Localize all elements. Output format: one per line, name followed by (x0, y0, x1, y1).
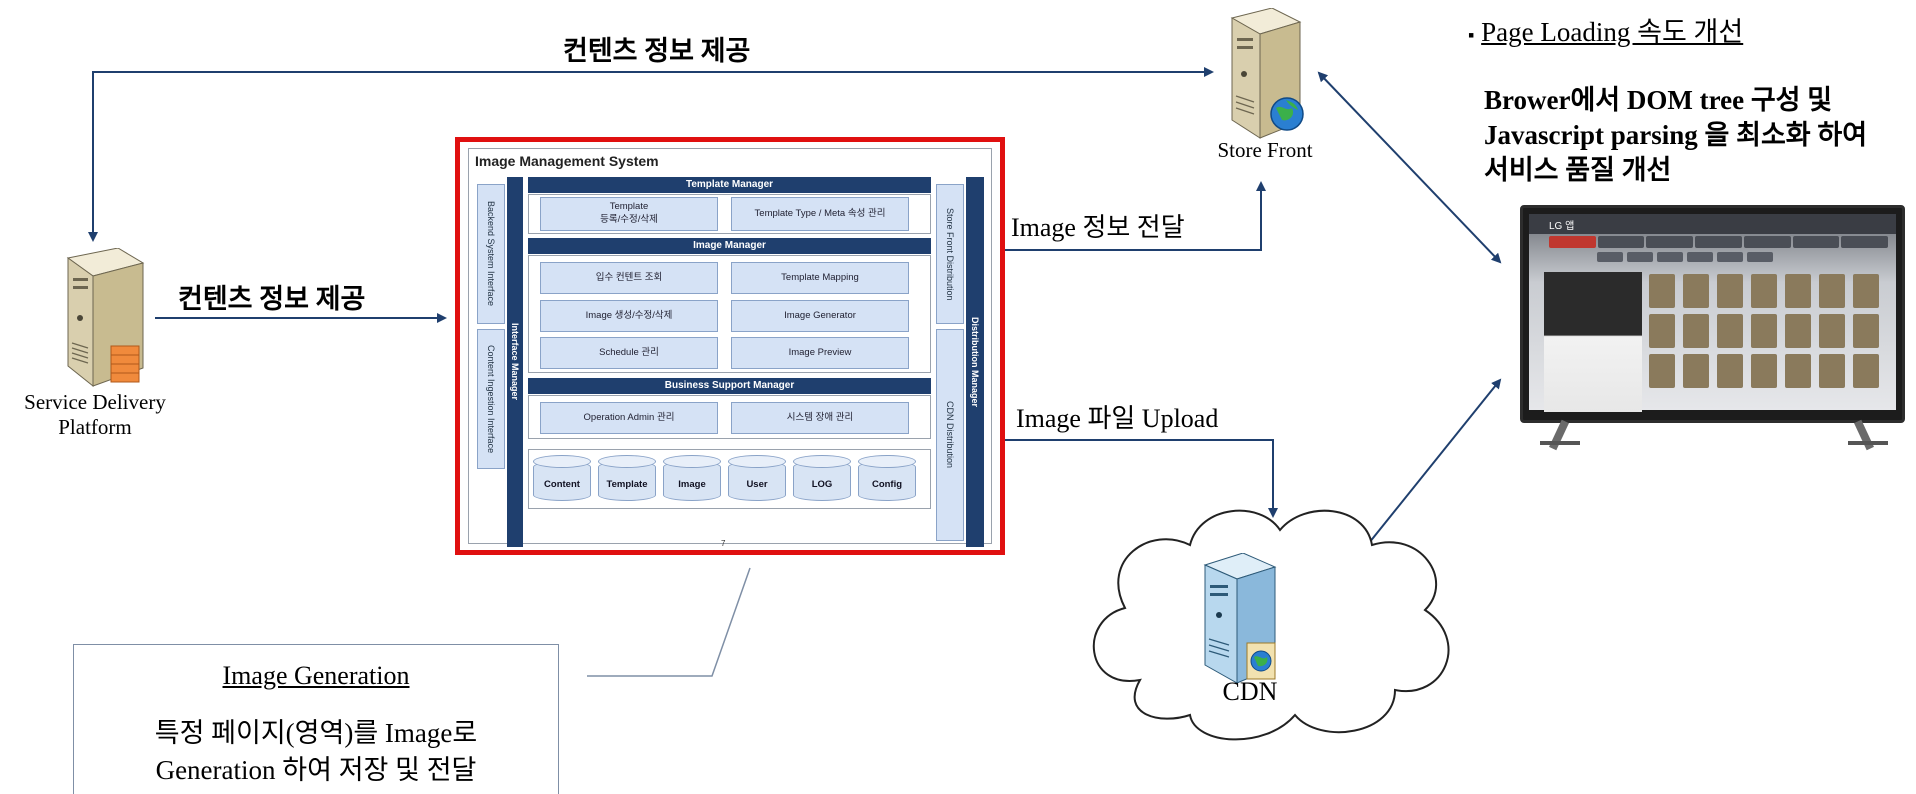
smart-tv: LG 앱 (1520, 205, 1905, 465)
interface-manager-label: Interface Manager (510, 323, 520, 401)
tv-screen: LG 앱 (1520, 205, 1905, 423)
tv-app-grid (1649, 274, 1879, 394)
ims-inner-frame: Image Management System Backend System I… (468, 148, 992, 548)
label-cdn: CDN (1222, 677, 1278, 706)
database-user-label: User (746, 479, 768, 490)
operation-admin-cell: Operation Admin 관리 (540, 402, 718, 434)
image-crud-cell: Image 생성/수정/삭제 (540, 300, 718, 332)
tv-foot-left (1540, 441, 1580, 445)
database-template-label: Template (606, 479, 648, 490)
store-front-distribution-label: Store Front Distribution (945, 207, 955, 301)
database-template: Template (598, 455, 656, 505)
bullet-icon: ▪ (1468, 25, 1475, 45)
tv-tabs (1549, 236, 1889, 248)
database-image-label: Image (678, 479, 706, 490)
image-management-system: Image Management System Backend System I… (455, 137, 1005, 555)
arrow-cdn-tv (1363, 378, 1502, 550)
label-image-info: Image 정보 전달 (1011, 213, 1185, 242)
business-support-manager-header: Business Support Manager (528, 378, 931, 394)
callout-leader (587, 567, 751, 677)
image-preview-cell: Image Preview (731, 337, 909, 369)
ims-title: Image Management System (475, 153, 659, 169)
arrow-storefront-tv (1317, 71, 1502, 264)
tv-app-title: LG 앱 (1549, 221, 1575, 232)
server-icon (1203, 553, 1277, 684)
image-generator-cell: Image Generator (731, 300, 909, 332)
tv-stand-left (1549, 419, 1569, 451)
content-ingestion-interface-label: Content Ingestion Interface (486, 344, 496, 454)
tv-promo-panel (1544, 272, 1642, 412)
ims-page-number: 7 (721, 539, 726, 548)
label-store-front: Store Front (1217, 138, 1313, 162)
interface-manager-bar: Interface Manager (507, 177, 523, 547)
label-left-content-info: 컨텐츠 정보 제공 (178, 284, 366, 314)
tv-topbar: LG 앱 (1529, 214, 1896, 234)
distribution-manager-bar: Distribution Manager (966, 177, 984, 547)
system-fault-cell: 시스템 장애 관리 (731, 402, 909, 434)
tv-foot-right (1848, 441, 1888, 445)
arrow-ims-to-cdn (1005, 439, 1278, 518)
label-service-delivery-platform: Service Delivery Platform (24, 390, 166, 440)
tv-stand-right (1854, 419, 1874, 451)
template-manager-header: Template Manager (528, 177, 931, 193)
database-config-label: Config (871, 479, 903, 490)
label-top-content-info: 컨텐츠 정보 제공 (563, 36, 751, 66)
database-content-label: Content (544, 479, 580, 490)
callout-title: Image Generation (222, 661, 410, 690)
backend-system-interface-label: Backend System Interface (486, 201, 496, 307)
content-ingestion-interface: Content Ingestion Interface (477, 329, 505, 469)
schedule-management-cell: Schedule 관리 (540, 337, 718, 369)
callout-line1: 특정 페이지(영역)를 Image로 (154, 718, 478, 748)
arrow-top-content-info (88, 67, 1214, 242)
template-type-meta-cell: Template Type / Meta 속성 관리 (731, 197, 909, 231)
distribution-manager-label: Distribution Manager (970, 316, 980, 407)
right-panel-line2: Javascript parsing 을 최소화 하여 (1484, 120, 1868, 150)
template-mapping-cell: Template Mapping (731, 262, 909, 294)
database-config: Config (858, 455, 916, 505)
cdn-distribution: CDN Distribution (936, 329, 964, 541)
right-panel-line3: 서비스 품질 개선 (1484, 155, 1672, 185)
database-log: LOG (793, 455, 851, 505)
image-manager-header: Image Manager (528, 238, 931, 254)
arrow-ims-to-storefront (1005, 181, 1266, 251)
cdn-distribution-label: CDN Distribution (945, 401, 955, 469)
database-user: User (728, 455, 786, 505)
right-panel-line1: Brower에서 DOM tree 구성 및 (1484, 85, 1833, 115)
database-image: Image (663, 455, 721, 505)
ingested-content-query-cell: 입수 컨텐트 조회 (540, 262, 718, 294)
page-loading-heading: ▪ Page Loading 속도 개선 (1468, 10, 1743, 49)
database-content: Content (533, 455, 591, 505)
store-front-distribution: Store Front Distribution (936, 184, 964, 324)
image-generation-callout: Image Generation 특정 페이지(영역)를 Image로 Gene… (73, 644, 559, 794)
backend-system-interface: Backend System Interface (477, 184, 505, 324)
server-icon (1230, 8, 1304, 139)
callout-line2: Generation 하여 저장 및 전달 (155, 755, 477, 785)
template-crud-cell: Template 등록/수정/삭제 (540, 197, 718, 231)
page-loading-title: Page Loading 속도 개선 (1481, 17, 1744, 47)
server-icon (66, 248, 145, 388)
database-log-label: LOG (811, 479, 833, 490)
tv-subtabs (1597, 252, 1797, 262)
label-image-upload: Image 파일 Upload (1016, 404, 1219, 433)
